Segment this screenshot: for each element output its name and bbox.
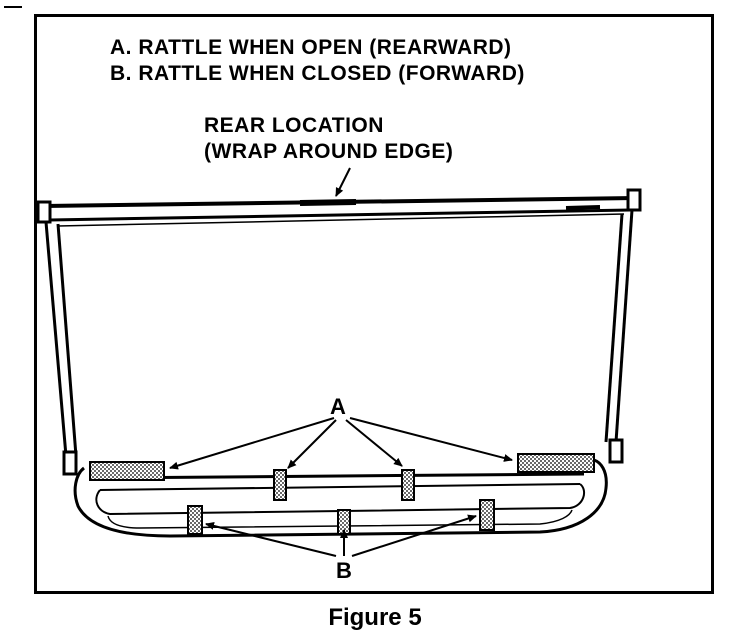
pad-a-center-left (273, 469, 287, 501)
figure-frame (34, 14, 714, 594)
a-leader-arrows (169, 417, 513, 470)
top-rail (43, 196, 637, 227)
top-right-corner-block (626, 188, 642, 212)
marker-b-label: B (336, 558, 352, 583)
top-left-corner-block (36, 200, 52, 224)
pad-b-right (479, 499, 495, 531)
figure-caption: Figure 5 (328, 604, 422, 631)
b-leader-arrows (205, 514, 477, 557)
left-end-pad (89, 461, 165, 481)
right-side-rail (604, 209, 634, 464)
right-end-pad (517, 453, 595, 473)
rear-location-arrow (335, 167, 351, 197)
pad-a-center-right (401, 469, 415, 501)
legend-item-b: B. RATTLE WHEN CLOSED (FORWARD) (110, 62, 525, 85)
left-side-rail (44, 221, 78, 476)
corner-tick-mark (4, 6, 22, 8)
marker-a-label: A (330, 394, 346, 419)
pad-b-left (187, 505, 203, 535)
rear-location-label: REAR LOCATION (204, 114, 384, 137)
wrap-around-edge-label: (WRAP AROUND EDGE) (204, 140, 454, 163)
legend-item-a: A. RATTLE WHEN OPEN (REARWARD) (110, 36, 512, 59)
